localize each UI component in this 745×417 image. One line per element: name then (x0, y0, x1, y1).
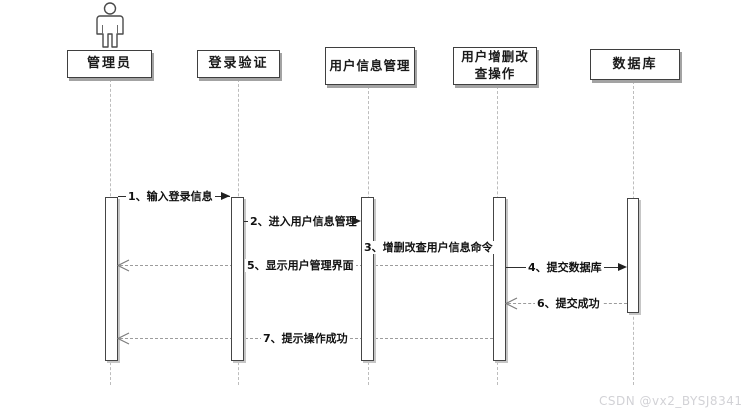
message-label-4: 4、提交数据库 (526, 261, 604, 274)
message-label-2: 2、进入用户信息管理 (248, 215, 359, 228)
filled-arrowhead-right-icon (221, 192, 230, 200)
filled-arrowhead-right-icon (618, 263, 627, 271)
message-label-3: 3、增删改查用户信息命令 (362, 241, 495, 254)
activation-bar-user-info-management (361, 197, 374, 361)
participant-box-database: 数据库 (590, 49, 680, 80)
activation-bar-user-crud-operation (493, 197, 506, 361)
participant-label: 用户信息管理 (329, 57, 411, 73)
activation-bar-admin (105, 197, 118, 361)
participant-box-login-verification: 登录验证 (197, 50, 280, 78)
participant-box-admin: 管理员 (67, 50, 152, 78)
activation-bar-database (627, 198, 639, 313)
message-label-5: 5、显示用户管理界面 (245, 259, 356, 272)
csdn-watermark: CSDN @vx2_BYSJ8341 (599, 394, 743, 408)
participant-label: 管理员 (86, 56, 132, 72)
participant-label: 用户增删改查操作 (461, 49, 529, 81)
actor-person-icon (96, 2, 124, 48)
participant-box-user-info-management: 用户信息管理 (325, 47, 415, 85)
open-arrowhead-left-icon (504, 297, 518, 310)
open-arrowhead-left-icon (116, 259, 130, 272)
message-label-6: 6、提交成功 (535, 297, 602, 310)
message-label-1: 1、输入登录信息 (126, 190, 215, 203)
participant-label: 登录验证 (208, 56, 269, 72)
activation-bar-login-verification (231, 197, 244, 361)
filled-arrowhead-right-icon (352, 217, 361, 225)
participant-box-user-crud-operation: 用户增删改查操作 (453, 47, 537, 85)
participant-label: 数据库 (612, 56, 658, 72)
open-arrowhead-left-icon (116, 332, 130, 345)
message-label-7: 7、提示操作成功 (261, 332, 350, 345)
